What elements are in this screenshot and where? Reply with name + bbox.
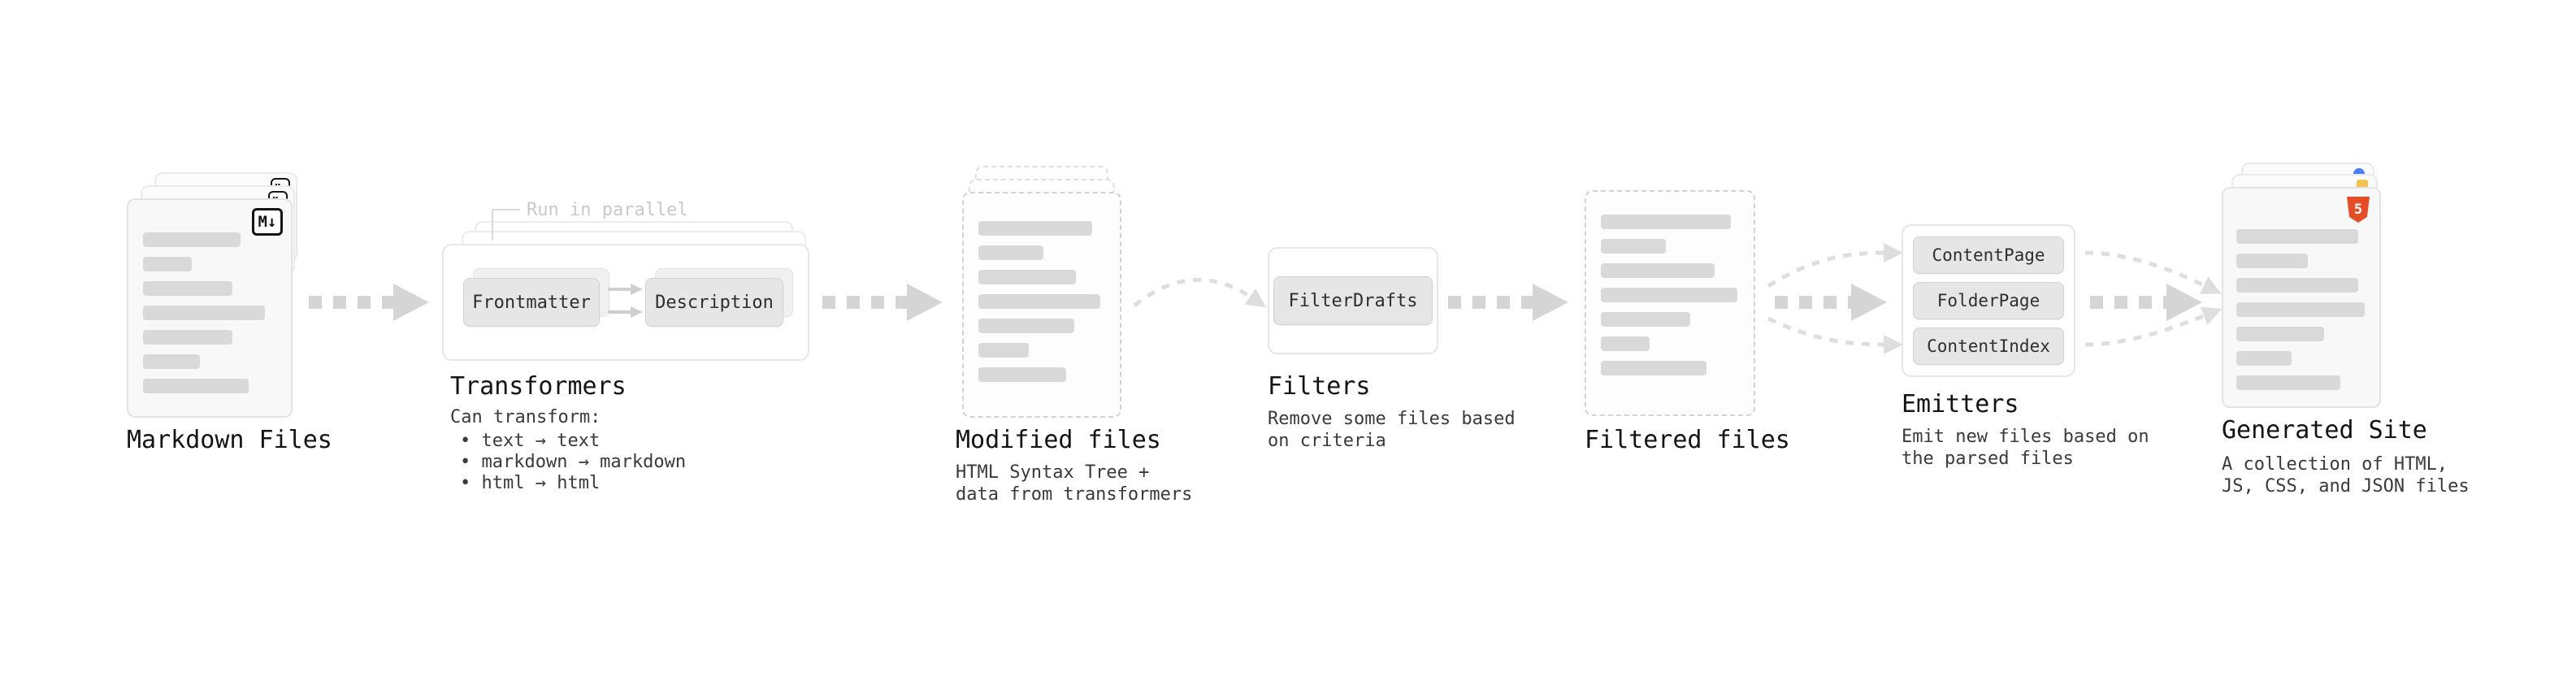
text-line-bar xyxy=(2236,302,2365,317)
text-lines xyxy=(1586,192,1754,375)
text-line-bar xyxy=(978,245,1043,260)
contentpage-emitter-chip: ContentPage xyxy=(1913,236,2064,274)
text-line-bar xyxy=(978,221,1092,236)
text-line-bar xyxy=(978,294,1100,309)
text-line-bar xyxy=(2236,254,2308,268)
arrow-filtered-to-contentindex-curve xyxy=(1767,316,1903,354)
text-line-bar xyxy=(2236,278,2358,293)
text-line-bar xyxy=(143,232,241,247)
filtered-file-card xyxy=(1585,190,1755,416)
emitters-label: Emitters xyxy=(1902,390,2019,419)
generated-site-label: Generated Site xyxy=(2222,416,2427,445)
arrow-contentindex-to-generated-curve xyxy=(2084,306,2223,347)
filters-container: FilterDrafts xyxy=(1268,247,1438,354)
filtered-files-label: Filtered files xyxy=(1585,426,1790,454)
text-line-bar xyxy=(978,343,1029,358)
list-item: • html → html xyxy=(460,473,601,493)
can-transform-title: Can transform: xyxy=(450,407,601,427)
run-in-parallel-annotation: Run in parallel xyxy=(527,200,688,220)
text-line-bar xyxy=(1601,215,1731,229)
text-line-bar xyxy=(978,367,1066,382)
text-line-bar xyxy=(1601,336,1650,351)
emitters-description: Emit new files based on the parsed files xyxy=(1902,427,2149,469)
markdown-file-card: M↓ xyxy=(127,198,293,418)
text-line-bar xyxy=(143,379,249,393)
text-line-bar xyxy=(143,306,265,320)
list-item: • markdown → markdown xyxy=(460,452,687,472)
arrow-contentpage-to-generated-curve xyxy=(2084,250,2222,294)
description-transformer-chip: Description xyxy=(645,278,783,327)
text-line-bar xyxy=(1601,312,1690,327)
text-line-bar xyxy=(978,270,1076,284)
filters-description: Remove some files based on criteria xyxy=(1268,409,1516,451)
filters-label: Filters xyxy=(1268,372,1371,401)
arrow-filtered-to-contentpage-curve xyxy=(1767,243,1903,288)
markdown-files-label: Markdown Files xyxy=(127,426,332,454)
text-line-bar xyxy=(143,330,232,345)
modified-file-card xyxy=(962,192,1121,418)
text-line-bar xyxy=(1601,239,1666,254)
text-line-bar xyxy=(143,281,232,296)
modified-files-label: Modified files xyxy=(956,426,1161,454)
text-line-bar xyxy=(978,319,1074,333)
text-line-bar xyxy=(143,354,200,369)
text-line-bar xyxy=(1601,288,1737,302)
text-line-bar xyxy=(2236,375,2340,390)
text-lines xyxy=(964,193,1120,382)
modified-files-description: HTML Syntax Tree + data from transformer… xyxy=(956,462,1193,505)
text-lines xyxy=(128,200,291,393)
folderpage-emitter-chip: FolderPage xyxy=(1913,282,2064,319)
emitters-container: ContentPage FolderPage ContentIndex xyxy=(1902,224,2075,377)
text-line-bar xyxy=(1601,263,1715,278)
generated-site-description: A collection of HTML, JS, CSS, and JSON … xyxy=(2222,454,2470,497)
text-line-bar xyxy=(2236,351,2292,366)
transform-types-list: • text → text • markdown → markdown • ht… xyxy=(460,431,686,494)
contentindex-emitter-chip: ContentIndex xyxy=(1913,327,2064,365)
generated-file-card: 5 xyxy=(2222,187,2381,408)
text-lines xyxy=(2223,189,2379,390)
text-line-bar xyxy=(2236,229,2358,244)
list-item: • text → text xyxy=(460,431,601,451)
transformers-label: Transformers xyxy=(450,372,627,401)
markdown-icon: M↓ xyxy=(252,208,283,236)
arrow-modified-to-filters-curve xyxy=(1133,277,1267,308)
frontmatter-transformer-chip: Frontmatter xyxy=(463,278,600,327)
filterdrafts-filter-chip: FilterDrafts xyxy=(1273,276,1433,325)
text-line-bar xyxy=(2236,327,2324,341)
text-line-bar xyxy=(1601,361,1706,375)
text-line-bar xyxy=(143,257,192,271)
